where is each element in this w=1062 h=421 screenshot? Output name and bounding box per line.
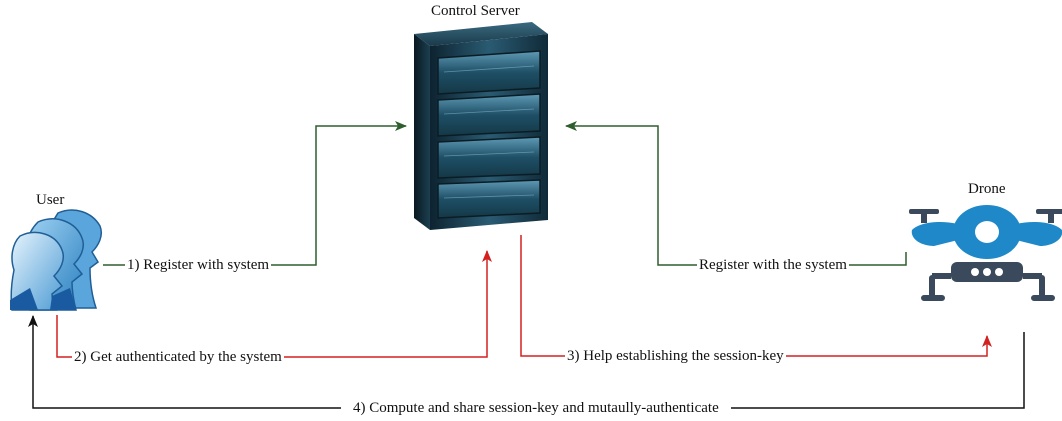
user-register-arrow	[103, 121, 407, 266]
server-title: Control Server	[431, 3, 520, 19]
user-register-label: 1) Register with system	[125, 256, 272, 274]
server-rack-icon	[414, 22, 548, 230]
drone-register-arrow	[565, 121, 907, 266]
drone-icon	[909, 205, 1062, 301]
session-help-arrow	[520, 235, 992, 357]
users-icon	[10, 209, 103, 311]
session-help-label: 3) Help establishing the session-key	[565, 347, 786, 365]
mutual-auth-label: 4) Compute and share session-key and mut…	[341, 399, 731, 417]
drone-register-label: Register with the system	[697, 256, 849, 274]
user-title: User	[36, 192, 65, 208]
drone-title: Drone	[968, 181, 1006, 197]
authenticate-arrow	[56, 250, 492, 358]
authenticate-label: 2) Get authenticated by the system	[72, 348, 284, 366]
